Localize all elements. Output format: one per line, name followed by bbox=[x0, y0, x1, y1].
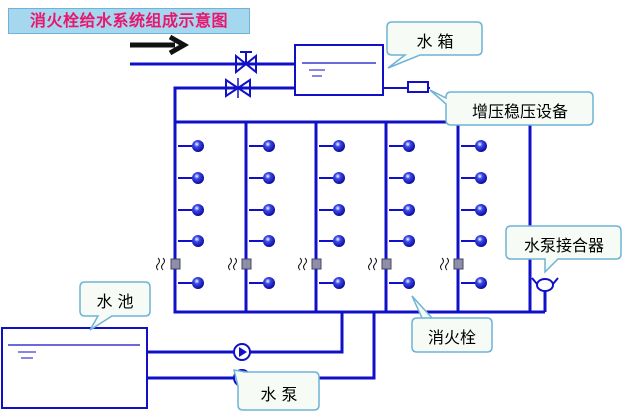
hydrant-icon bbox=[475, 204, 487, 216]
hydrant-icon bbox=[263, 140, 275, 152]
riser-valve-icon bbox=[170, 258, 181, 270]
hydrant-icon bbox=[403, 204, 415, 216]
hydrant-icon bbox=[403, 277, 415, 289]
hydrant-icon bbox=[403, 172, 415, 184]
hydrant-icon bbox=[475, 140, 487, 152]
hydrant-icon bbox=[192, 140, 204, 152]
hydrant-grid bbox=[178, 140, 487, 289]
riser-valves bbox=[156, 257, 464, 271]
water-pool-label: 水 池 bbox=[96, 292, 134, 311]
pump-adapter-callout bbox=[505, 225, 622, 274]
main-pipe-loop bbox=[173, 120, 532, 314]
pressure-equipment-callout bbox=[429, 89, 594, 126]
hydrant-icon bbox=[192, 277, 204, 289]
hydrant-icon bbox=[475, 172, 487, 184]
hydrant-icon bbox=[192, 172, 204, 184]
water-pool-callout bbox=[79, 281, 151, 331]
pump-icon bbox=[233, 343, 251, 361]
water-pump-callout bbox=[232, 369, 320, 411]
water-tank bbox=[294, 44, 384, 96]
water-pump-label: 水 泵 bbox=[260, 385, 298, 404]
riser-valve-icon bbox=[381, 258, 392, 270]
hydrant-icon bbox=[333, 235, 345, 247]
pipe-network bbox=[145, 120, 547, 380]
hydrant-icon bbox=[475, 277, 487, 289]
water-tank-label: 水 箱 bbox=[416, 32, 454, 51]
riser-valve-icon bbox=[311, 258, 322, 270]
water-pool bbox=[1, 327, 148, 409]
hydrant-icon bbox=[333, 172, 345, 184]
hydrant-icon bbox=[192, 204, 204, 216]
inflow-arrow bbox=[130, 34, 190, 56]
hydrant-icon bbox=[333, 204, 345, 216]
hydrant-icon bbox=[192, 235, 204, 247]
tank-outlet-pipe bbox=[173, 86, 295, 122]
hydrant-icon bbox=[263, 172, 275, 184]
hydrant-icon bbox=[263, 235, 275, 247]
pump-discharge-pipe bbox=[250, 312, 344, 354]
riser-valve-icon bbox=[241, 258, 252, 270]
diagram-title: 消火栓给水系统组成示意图 bbox=[8, 8, 250, 34]
hydrant-label: 消火栓 bbox=[427, 328, 476, 347]
hydrant-icon bbox=[263, 277, 275, 289]
check-valve-icon bbox=[225, 78, 251, 98]
hydrant-icon bbox=[333, 140, 345, 152]
riser-valve-icon bbox=[453, 258, 464, 270]
hydrant-icon bbox=[403, 235, 415, 247]
pressure-stabilizer bbox=[407, 81, 429, 93]
pump-adapter-icon bbox=[531, 277, 559, 292]
inlet-valve-icon bbox=[235, 51, 257, 75]
pressure-equipment-label: 增压稳压设备 bbox=[471, 102, 568, 121]
hydrant-icon bbox=[263, 204, 275, 216]
hydrant-icon bbox=[475, 235, 487, 247]
water-tank-assembly bbox=[130, 44, 430, 122]
water-tank-callout bbox=[386, 21, 483, 69]
hydrant-icon bbox=[333, 277, 345, 289]
hydrant-icon bbox=[403, 140, 415, 152]
hydrant-callout bbox=[411, 295, 493, 353]
pump-adapter-label: 水泵接合器 bbox=[523, 236, 604, 255]
